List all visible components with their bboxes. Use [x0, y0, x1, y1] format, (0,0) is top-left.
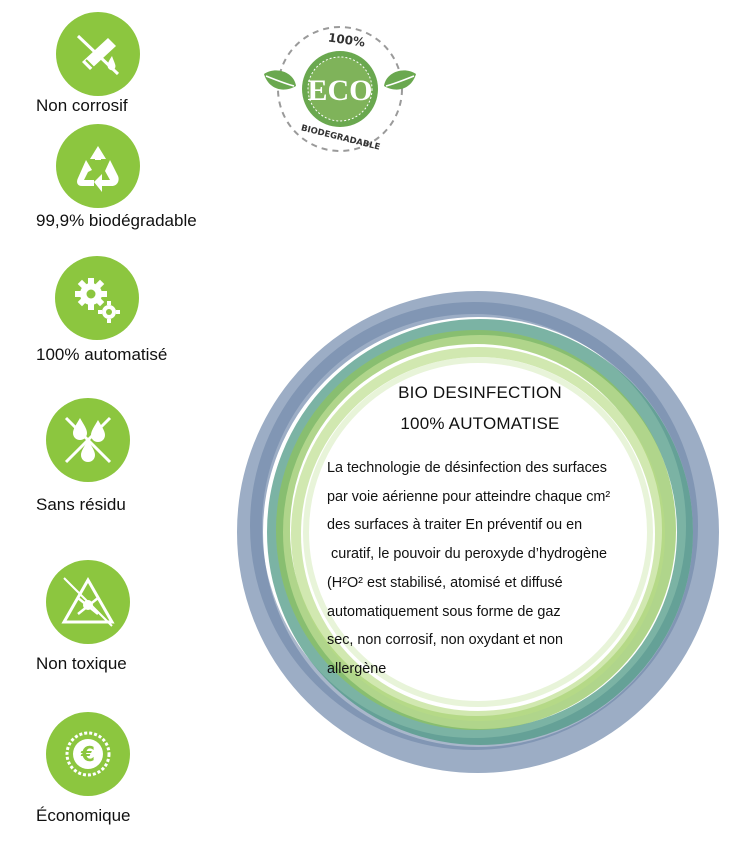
info-line: (H²O² est stabilisé, atomisé et diffusé: [327, 574, 563, 591]
info-title-line1: BIO DESINFECTION: [398, 383, 562, 402]
watercolor-ring: [237, 291, 719, 773]
feature-label-automatise: 100% automatisé: [36, 345, 168, 364]
info-line: automatiquement sous forme de gaz: [327, 603, 561, 620]
no-residue-badge: [46, 398, 130, 482]
info-line: par voie aérienne pour atteindre chaque …: [327, 488, 611, 505]
automation-badge: [55, 256, 139, 340]
gears-icon: [75, 278, 120, 323]
eco-center-emblem: [302, 51, 378, 127]
leaf-left-icon: [264, 70, 296, 90]
eco-center-text: ECO: [307, 74, 372, 107]
feature-label-economique: Économique: [36, 806, 131, 825]
eco-biodegradable-seal: ECO 100% BIODEGRADABLE: [264, 26, 416, 153]
eco-seal-top-text: 100%: [327, 31, 366, 50]
info-line: allergène: [327, 660, 387, 677]
eco-seal-bottom-text: BIODEGRADABLE: [300, 123, 381, 152]
feature-label-non-toxique: Non toxique: [36, 654, 127, 673]
info-line: des surfaces à traiter En préventif ou e…: [327, 517, 583, 534]
svg-text:€: €: [80, 742, 95, 766]
no-corrosion-icon: [76, 34, 120, 76]
feature-label-biodegradable: 99,9% biodégradable: [36, 211, 197, 230]
info-description: La technologie de désinfection des surfa…: [327, 454, 657, 684]
feature-label-sans-residu: Sans résidu: [36, 495, 126, 514]
recycle-icon: [77, 146, 119, 192]
non-toxic-badge: [46, 560, 130, 644]
biodegradable-badge: [56, 124, 140, 208]
non-toxic-warning-icon: [61, 576, 115, 627]
feature-label-non-corrosif: Non corrosif: [36, 96, 128, 115]
info-line: La technologie de désinfection des surfa…: [327, 460, 608, 476]
leaf-right-icon: [384, 70, 416, 90]
info-title-line2: 100% AUTOMATISE: [400, 414, 560, 433]
euro-coin-icon: €: [65, 731, 111, 777]
no-residue-drops-icon: [64, 416, 112, 464]
economic-badge: €: [46, 712, 130, 796]
info-line: curatif, le pouvoir du peroxyde d’hydrog…: [327, 546, 607, 563]
info-line: sec, non corrosif, non oxydant et non: [327, 632, 563, 649]
no-corrosion-badge: [56, 12, 140, 96]
